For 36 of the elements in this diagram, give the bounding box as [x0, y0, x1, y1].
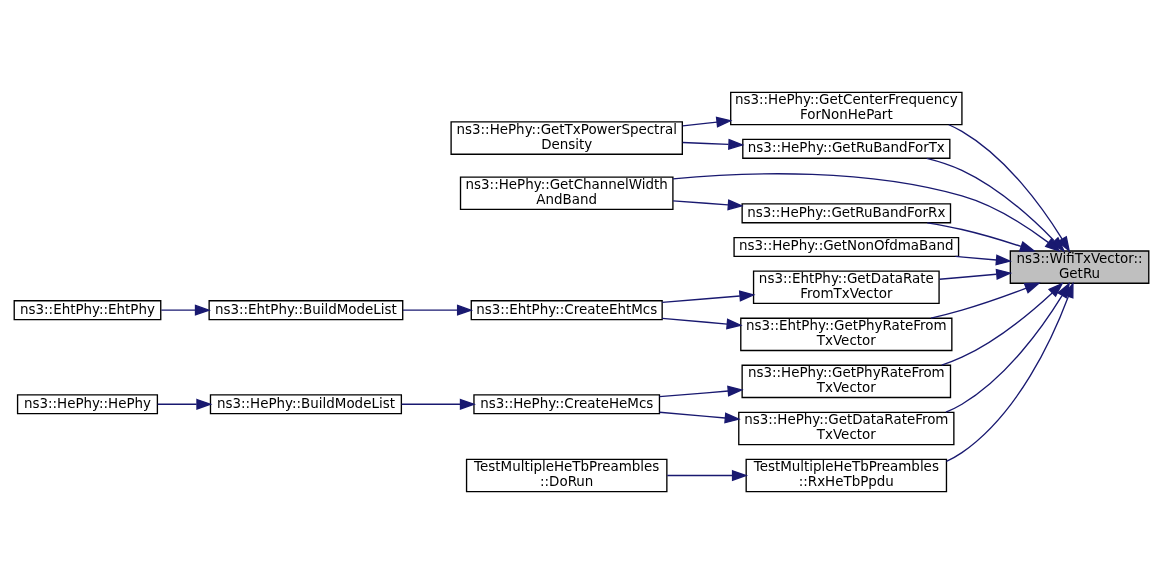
arrow	[661, 289, 756, 303]
node-box: ns3::EhtPhy::CreateEhtMcs	[470, 299, 663, 320]
arrow	[938, 268, 1013, 280]
arrow	[672, 172, 1061, 252]
node-box: ns3::WifiTxVector:: GetRu	[1009, 249, 1150, 284]
arrow	[400, 398, 476, 410]
node-box: ns3::EhtPhy::EhtPhy	[13, 299, 162, 320]
arrow	[682, 116, 733, 128]
arrow	[658, 384, 744, 397]
node-box: ns3::HePhy::GetDataRateFrom TxVector	[738, 411, 955, 445]
arrow	[672, 198, 744, 210]
node-box: ns3::HePhy::BuildModeList	[209, 393, 403, 414]
node-box: ns3::HePhy::GetChannelWidth AndBand	[459, 175, 674, 210]
node-box: ns3::HePhy::CreateHeMcs	[473, 393, 661, 414]
node-box: TestMultipleHeTbPreambles ::RxHeTbPpdu	[745, 458, 948, 492]
node-box: ns3::EhtPhy::GetDataRate FromTxVector	[752, 270, 940, 304]
node-box: ns3::HePhy::GetTxPowerSpectral Density	[450, 120, 683, 155]
arrow	[666, 469, 749, 481]
node-box: ns3::HePhy::GetPhyRateFrom TxVector	[741, 364, 952, 398]
node-box: ns3::EhtPhy::GetPhyRateFrom TxVector	[740, 317, 953, 351]
arrow	[658, 411, 741, 424]
node-box: ns3::HePhy::GetRuBandForRx	[741, 202, 952, 223]
arrow	[954, 253, 1012, 266]
node-box: ns3::HePhy::GetCenterFrequency ForNonHePart	[730, 91, 963, 125]
node-box: ns3::EhtPhy::BuildModeList	[208, 299, 404, 320]
node-box: ns3::HePhy::HePhy	[16, 393, 159, 414]
node-box: TestMultipleHeTbPreambles ::DoRun	[465, 458, 668, 492]
arrow	[682, 138, 745, 150]
arrow	[941, 281, 1064, 366]
arrow	[157, 398, 213, 410]
arrow	[661, 317, 743, 330]
node-box: ns3::HePhy::GetRuBandForTx	[742, 138, 951, 159]
node-box: ns3::HePhy::GetNonOfdmaBand	[733, 236, 960, 257]
arrow	[930, 282, 1041, 319]
arrow	[160, 304, 211, 316]
arrow	[402, 304, 474, 316]
